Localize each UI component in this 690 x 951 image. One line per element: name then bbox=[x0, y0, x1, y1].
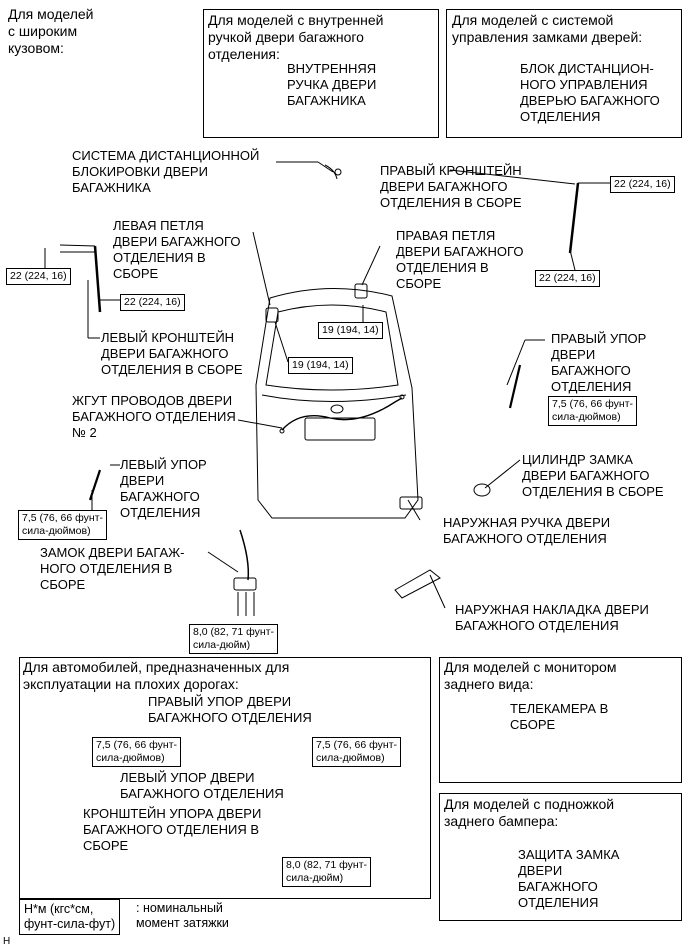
legend-meaning: : номинальный момент затяжки bbox=[136, 901, 229, 930]
torque-7-5-right-stay: 7,5 (76, 66 фунт- сила-дюймов) bbox=[548, 396, 637, 426]
back-door-window bbox=[265, 304, 399, 391]
torque-7-5-left-stay: 7,5 (76, 66 фунт- сила-дюймов) bbox=[18, 510, 107, 540]
right-hinge bbox=[354, 283, 368, 299]
wire-harness bbox=[281, 397, 403, 431]
left-bracket-label: ЛЕВЫЙ КРОНШТЕЙН ДВЕРИ БАГАЖНОГО ОТДЕЛЕНИ… bbox=[101, 330, 243, 377]
step-label: ЗАЩИТА ЗАМКА ДВЕРИ БАГАЖНОГО ОТДЕЛЕНИЯ bbox=[518, 847, 620, 910]
inner-handle-box bbox=[203, 9, 439, 138]
back-door-outline bbox=[255, 288, 419, 519]
step-box bbox=[439, 793, 682, 921]
rough-road-torque-7-5-left: 7,5 (76, 66 фунт- сила-дюймов) bbox=[92, 737, 181, 767]
torque-8-0-door-lock: 8,0 (82, 71 фунт- сила-дюйм) bbox=[189, 624, 278, 654]
wide-body-note: Для моделей с широким кузовом: bbox=[8, 6, 94, 56]
torque-22-right-top: 22 (224, 16) bbox=[610, 176, 675, 193]
torque-22-left-bottom: 22 (224, 16) bbox=[120, 294, 185, 311]
lock-control-header: Для моделей с системой управления замкам… bbox=[452, 12, 643, 45]
camera-header: Для моделей с монитором заднего вида: bbox=[444, 659, 617, 692]
left-hinge bbox=[265, 307, 279, 323]
license-plate-recess bbox=[304, 417, 376, 441]
torque-19-right-hinge: 19 (194, 14) bbox=[318, 322, 383, 339]
wire-harness-label: ЖГУТ ПРОВОДОВ ДВЕРИ БАГАЖНОГО ОТДЕЛЕНИЯ … bbox=[72, 393, 236, 440]
step-header: Для моделей с подножкой заднего бампера: bbox=[444, 796, 615, 829]
outer-garnish-part bbox=[394, 569, 441, 599]
lock-cylinder-part bbox=[473, 483, 491, 497]
torque-19-left-hinge: 19 (194, 14) bbox=[288, 357, 353, 374]
outer-garnish-label: НАРУЖНАЯ НАКЛАДКА ДВЕРИ БАГАЖНОГО ОТДЕЛЕ… bbox=[455, 602, 649, 633]
right-stay-label: ПРАВЫЙ УПОР ДВЕРИ БАГАЖНОГО ОТДЕЛЕНИЯ bbox=[551, 331, 647, 394]
torque-22-left-top: 22 (224, 16) bbox=[6, 268, 71, 285]
left-stay-label: ЛЕВЫЙ УПОР ДВЕРИ БАГАЖНОГО ОТДЕЛЕНИЯ bbox=[120, 457, 207, 520]
left-hinge-label: ЛЕВАЯ ПЕТЛЯ ДВЕРИ БАГАЖНОГО ОТДЕЛЕНИЯ В … bbox=[113, 218, 241, 281]
rough-road-header: Для автомобилей, предназначенных для экс… bbox=[23, 659, 290, 692]
remote-lock-label: СИСТЕМА ДИСТАНЦИОННОЙ БЛОКИРОВКИ ДВЕРИ Б… bbox=[72, 148, 260, 195]
rough-road-stay-bracket-label: КРОНШТЕЙН УПОРА ДВЕРИ БАГАЖНОГО ОТДЕЛЕНИ… bbox=[83, 806, 262, 853]
door-lock-label: ЗАМОК ДВЕРИ БАГАЖ- НОГО ОТДЕЛЕНИЯ В СБОР… bbox=[40, 545, 185, 592]
camera-label: ТЕЛЕКАМЕРА В СБОРЕ bbox=[510, 701, 609, 732]
inner-handle-header: Для моделей с внутренней ручкой двери ба… bbox=[208, 12, 384, 62]
outer-handle-part bbox=[399, 496, 423, 510]
lock-control-label: БЛОК ДИСТАНЦИОН- НОГО УПРАВЛЕНИЯ ДВЕРЬЮ … bbox=[520, 61, 660, 124]
rough-road-right-stay-label: ПРАВЫЙ УПОР ДВЕРИ БАГАЖНОГО ОТДЕЛЕНИЯ bbox=[148, 694, 312, 725]
footer-code: H bbox=[3, 936, 11, 947]
lock-control-box bbox=[446, 9, 682, 138]
outer-handle-label: НАРУЖНАЯ РУЧКА ДВЕРИ БАГАЖНОГО ОТДЕЛЕНИЯ bbox=[443, 515, 611, 546]
inner-handle-label: ВНУТРЕННЯЯ РУЧКА ДВЕРИ БАГАЖНИКА bbox=[287, 61, 377, 108]
torque-22-right-bottom: 22 (224, 16) bbox=[535, 270, 600, 287]
legend-unit-box: Н*м (кгс*см, фунт-сила-фут) bbox=[19, 899, 121, 935]
camera-box bbox=[439, 657, 682, 783]
rough-road-left-stay-label: ЛЕВЫЙ УПОР ДВЕРИ БАГАЖНОГО ОТДЕЛЕНИЯ bbox=[120, 770, 284, 801]
door-lock-part bbox=[239, 529, 250, 581]
right-bracket-label: ПРАВЫЙ КРОНШТЕЙН ДВЕРИ БАГАЖНОГО ОТДЕЛЕН… bbox=[380, 163, 522, 210]
rough-road-torque-7-5-right: 7,5 (76, 66 фунт- сила-дюймов) bbox=[312, 737, 401, 767]
lock-cylinder-label: ЦИЛИНДР ЗАМКА ДВЕРИ БАГАЖНОГО ОТДЕЛЕНИЯ … bbox=[522, 452, 664, 499]
right-hinge-label: ПРАВАЯ ПЕТЛЯ ДВЕРИ БАГАЖНОГО ОТДЕЛЕНИЯ В… bbox=[396, 228, 524, 291]
rough-road-torque-8-0: 8,0 (82, 71 фунт- сила-дюйм) bbox=[282, 857, 371, 887]
